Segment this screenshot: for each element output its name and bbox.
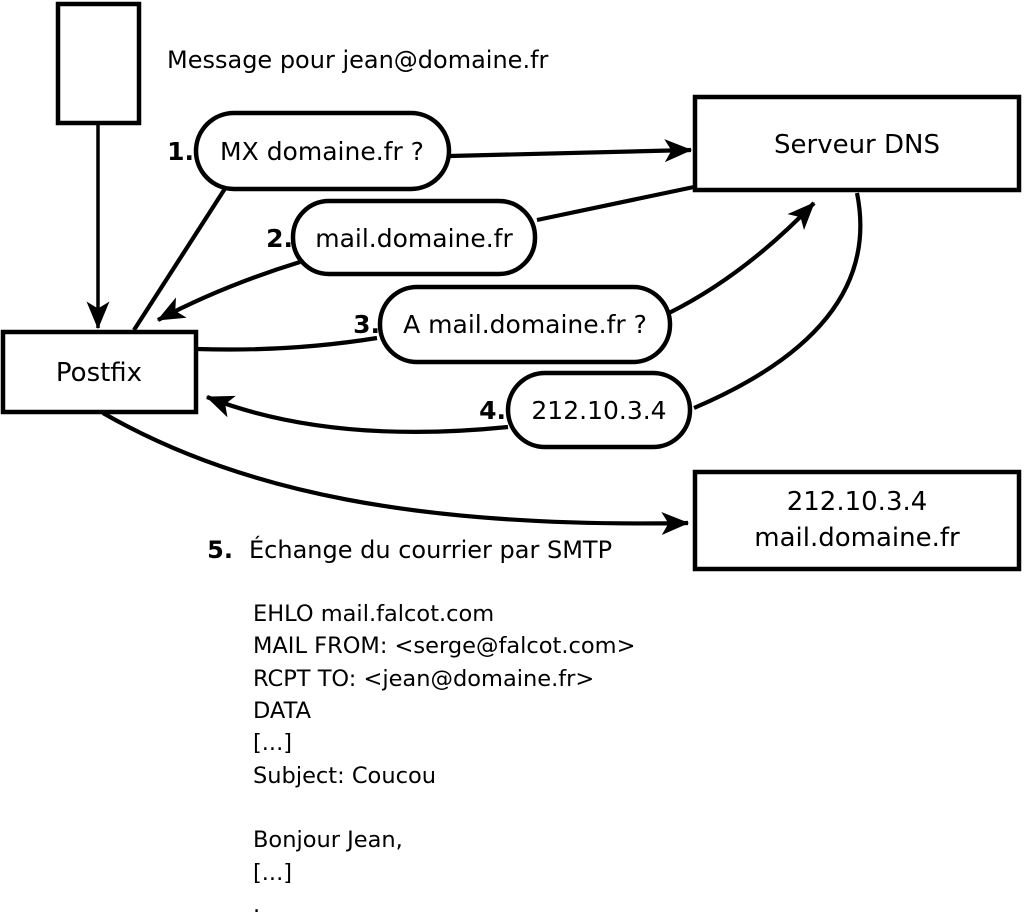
smtp-exchange-label: Échange du courrier par SMTP bbox=[249, 535, 612, 564]
response-a-pill bbox=[505, 370, 693, 450]
arrow-response-mx-to-postfix bbox=[156, 259, 301, 322]
line-dns-to-response-mx bbox=[536, 184, 695, 223]
step-number: 5. bbox=[207, 536, 233, 564]
arrow-response-a-to-postfix bbox=[205, 395, 509, 435]
dns-server-box bbox=[692, 94, 1022, 193]
diagram-title: Message pour jean@domaine.fr bbox=[167, 46, 549, 74]
arrow-query-a-to-dns bbox=[668, 201, 816, 315]
dns-server-label: Serveur DNS bbox=[774, 130, 940, 160]
line-postfix-to-query-a bbox=[196, 335, 378, 352]
smtp-line: [...] bbox=[253, 730, 292, 756]
smtp-line: DATA bbox=[253, 698, 312, 724]
smtp-line: MAIL FROM: <serge@falcot.com> bbox=[253, 633, 635, 659]
smtp-line: EHLO mail.falcot.com bbox=[253, 601, 494, 627]
response-a-label: 212.10.3.4 bbox=[531, 396, 666, 425]
smtp-line: RCPT TO: <jean@domaine.fr> bbox=[253, 666, 594, 692]
smtp-line: Subject: Coucou bbox=[253, 763, 436, 789]
smtp-line: . bbox=[253, 892, 260, 918]
query-mx-pill bbox=[193, 110, 452, 192]
smtp-line: [...] bbox=[253, 860, 292, 886]
mail-server-ip: 212.10.3.4 bbox=[787, 487, 928, 517]
postfix-box bbox=[0, 329, 199, 415]
step-number: 2. bbox=[266, 224, 293, 253]
message-box bbox=[55, 1, 142, 126]
response-mx-label: mail.domaine.fr bbox=[315, 224, 513, 253]
step-number: 1. bbox=[167, 137, 194, 166]
mail-server-hostname: mail.domaine.fr bbox=[754, 523, 960, 553]
query-a-label: A mail.domaine.fr ? bbox=[403, 310, 647, 339]
mail-server-box bbox=[692, 469, 1022, 572]
smtp-line: Bonjour Jean, bbox=[253, 827, 403, 853]
response-mx-pill bbox=[290, 198, 538, 277]
line-postfix-to-query-mx bbox=[132, 185, 228, 332]
line-dns-to-response-a bbox=[693, 192, 863, 410]
query-mx-label: MX domaine.fr ? bbox=[220, 137, 424, 166]
arrow-postfix-to-mail-server bbox=[101, 411, 690, 535]
step-number: 4. bbox=[479, 396, 506, 425]
arrow-query-mx-to-dns bbox=[449, 139, 693, 163]
step-number: 3. bbox=[353, 310, 380, 339]
query-a-pill bbox=[377, 284, 673, 365]
postfix-label: Postfix bbox=[56, 358, 142, 388]
